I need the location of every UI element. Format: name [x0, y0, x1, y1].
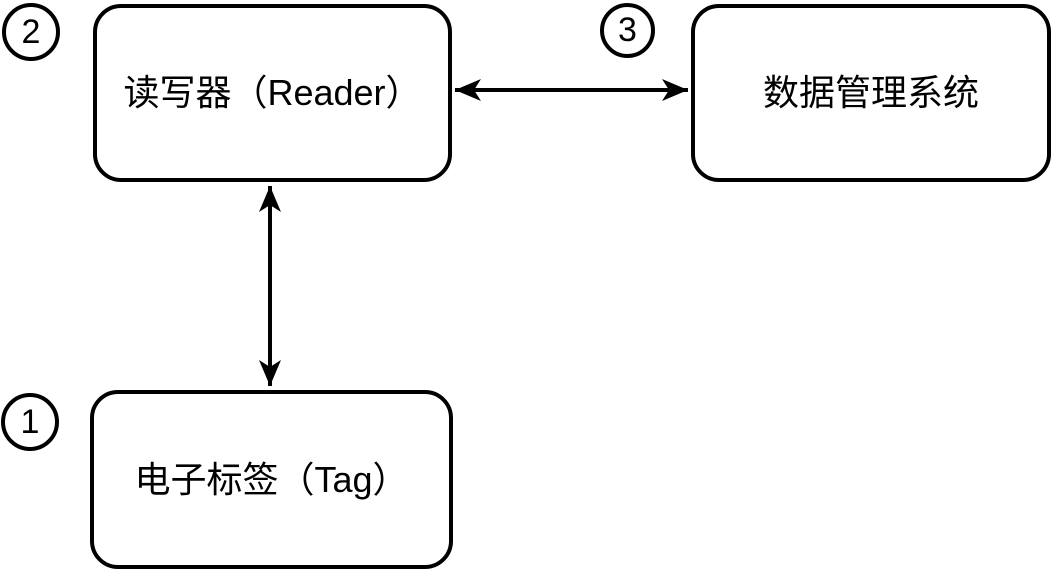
badge-step-3-number: 3: [618, 11, 637, 49]
node-reader: 读写器（Reader）: [93, 4, 452, 182]
node-data-management-system-label: 数据管理系统: [762, 72, 979, 114]
badge-step-2: 2: [2, 3, 60, 61]
badge-step-1: 1: [1, 393, 59, 451]
node-tag: 电子标签（Tag）: [90, 390, 453, 569]
node-data-management-system: 数据管理系统: [691, 4, 1051, 182]
badge-step-1-number: 1: [20, 402, 40, 441]
node-reader-label: 读写器（Reader）: [123, 72, 422, 114]
node-tag-label: 电子标签（Tag）: [134, 458, 409, 500]
badge-step-2-number: 2: [21, 12, 41, 51]
badge-step-3: 3: [600, 3, 655, 58]
